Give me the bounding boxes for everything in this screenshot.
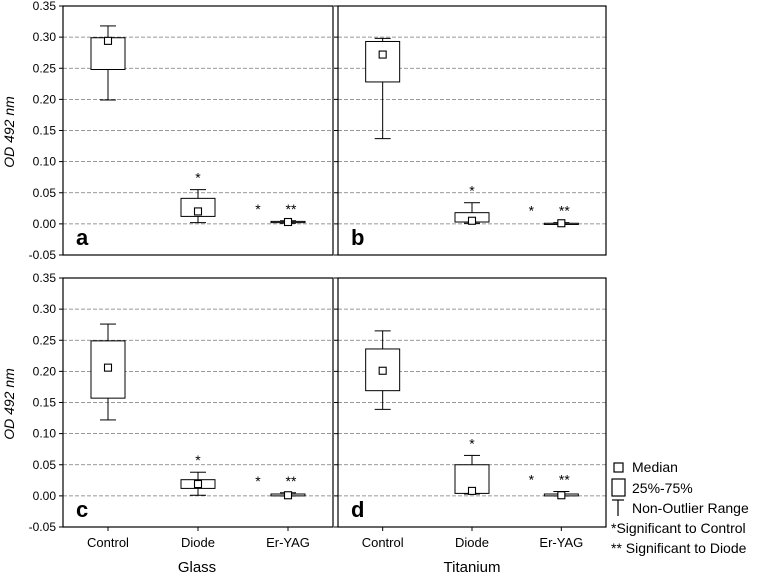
- median-marker: [103, 363, 113, 372]
- x-group-label-titanium: Titanium: [444, 559, 501, 576]
- legend: Median 25%-75% Non-Outlier Range *Signif…: [611, 459, 749, 556]
- x-category-label: Control: [87, 535, 129, 550]
- y-tick-label: 0.00: [33, 489, 57, 503]
- significance-diode: **: [559, 203, 570, 219]
- significance-control: *: [529, 203, 535, 219]
- x-group-label-glass: Glass: [178, 559, 216, 576]
- y-tick-label: 0.35: [33, 0, 57, 13]
- median-marker: [103, 36, 113, 45]
- y-tick-label: -0.05: [29, 248, 57, 262]
- median-marker: [557, 491, 566, 500]
- panel-letter: c: [76, 497, 88, 522]
- y-tick-label: 0.35: [33, 271, 57, 285]
- y-tick-label: 0.00: [33, 217, 57, 231]
- y-tick-label: -0.05: [29, 520, 57, 534]
- y-tick-label: 0.05: [33, 458, 57, 472]
- median-marker: [283, 491, 293, 500]
- significance-annotation: *: [469, 183, 475, 199]
- x-category-label: Diode: [181, 535, 215, 550]
- significance-control: *: [529, 472, 535, 488]
- median-marker: [283, 217, 293, 227]
- panel-letter: b: [351, 225, 364, 250]
- legend-median-symbol: [613, 462, 624, 473]
- significance-annotation: *: [195, 452, 201, 468]
- median-marker: [467, 216, 477, 225]
- x-category-label: Er-YAG: [266, 535, 310, 550]
- median-marker: [193, 479, 203, 489]
- legend-sig-diode: ** Significant to Diode: [611, 540, 747, 556]
- panel-frame: [62, 5, 334, 256]
- median-marker: [467, 486, 477, 495]
- significance-annotation: *: [469, 435, 475, 451]
- legend-box-symbol: [611, 478, 626, 497]
- median-marker: [378, 366, 387, 375]
- y-tick-label: 0.25: [33, 61, 57, 75]
- panel-c: 0.35 0.30 0.25 0.20 0.15 0.10 0.05 0.00 -0.05Con…: [29, 271, 334, 550]
- y-tick-label: 0.30: [33, 302, 57, 316]
- significance-control: *: [255, 473, 261, 489]
- y-tick-label: 0.10: [33, 427, 57, 441]
- median-marker: [378, 50, 387, 59]
- y-tick-label: 0.25: [33, 333, 57, 347]
- median-marker: [557, 219, 566, 228]
- legend-whisker-symbol: [612, 499, 624, 516]
- panel-a: 0.350.300.250.200.150.100.050.00-0.05***…: [29, 0, 334, 262]
- significance-diode: **: [286, 473, 297, 489]
- y-tick-label: 0.20: [33, 364, 57, 378]
- median-marker: [193, 207, 203, 216]
- y-tick-label: 0.15: [33, 396, 57, 410]
- iqr-box: [365, 40, 401, 83]
- y-axis-label-bottom: OD 492 nm: [1, 368, 17, 440]
- legend-whisker-label: Non-Outlier Range: [632, 500, 749, 516]
- y-tick-label: 0.15: [33, 124, 57, 138]
- panel-letter: d: [351, 497, 364, 522]
- y-tick-label: 0.05: [33, 186, 57, 200]
- y-axis-label-top: OD 492 nm: [1, 96, 17, 168]
- legend-sig-control: *Significant to Control: [611, 520, 746, 536]
- y-tick-label: 0.30: [33, 30, 57, 44]
- x-category-label: Control: [362, 535, 404, 550]
- y-tick-label: 0.20: [33, 92, 57, 106]
- legend-median-label: Median: [632, 459, 678, 475]
- panel-frame: [337, 5, 607, 256]
- significance-control: *: [255, 201, 261, 217]
- significance-annotation: *: [195, 170, 201, 186]
- significance-diode: **: [286, 201, 297, 217]
- panel-b: ****b: [334, 5, 607, 256]
- x-category-label: Diode: [455, 535, 489, 550]
- significance-diode: **: [559, 472, 570, 488]
- panel-letter: a: [76, 225, 89, 250]
- x-category-label: Er-YAG: [539, 535, 583, 550]
- y-tick-label: 0.10: [33, 155, 57, 169]
- legend-box-label: 25%-75%: [632, 480, 693, 496]
